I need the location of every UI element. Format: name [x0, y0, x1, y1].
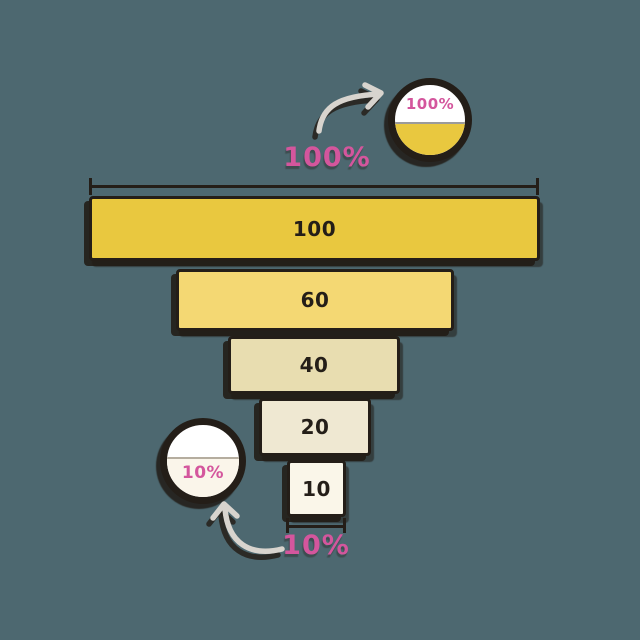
- width-bracket-bottom: [286, 518, 346, 533]
- stage-value-label: 60: [300, 288, 330, 312]
- funnel-stage-bar-20: 20: [259, 398, 371, 456]
- percent-label-top: 100%: [283, 142, 371, 173]
- stage-value-label: 10: [302, 476, 331, 501]
- bubble-percent-label: 10%: [181, 462, 225, 483]
- bubble-fill-level: 10%: [167, 456, 239, 497]
- curved-arrow-icon-top: [312, 82, 384, 140]
- bubble-percent-label: 100%: [405, 94, 455, 113]
- stage-value-label: 100: [292, 216, 337, 241]
- bracket-line: [289, 525, 343, 528]
- stage-value-label: 20: [300, 415, 330, 439]
- funnel-stage-bar-40: 40: [228, 336, 400, 394]
- funnel-stage-bar-10: 10: [287, 460, 346, 517]
- percent-bubble-bottom: 10%: [160, 418, 246, 504]
- bubble-fill-level: [395, 122, 465, 155]
- funnel-stage-bar-60: 60: [176, 269, 454, 331]
- funnel-stage-bar-100: 100: [89, 196, 540, 261]
- bubble-top-text-area: 100%: [395, 85, 465, 122]
- percent-bubble-top: 100%: [388, 78, 472, 162]
- percent-label-bottom: 10%: [282, 530, 350, 561]
- width-bracket-top: [89, 178, 539, 195]
- bracket-line: [92, 185, 536, 188]
- stage-value-label: 40: [299, 353, 329, 377]
